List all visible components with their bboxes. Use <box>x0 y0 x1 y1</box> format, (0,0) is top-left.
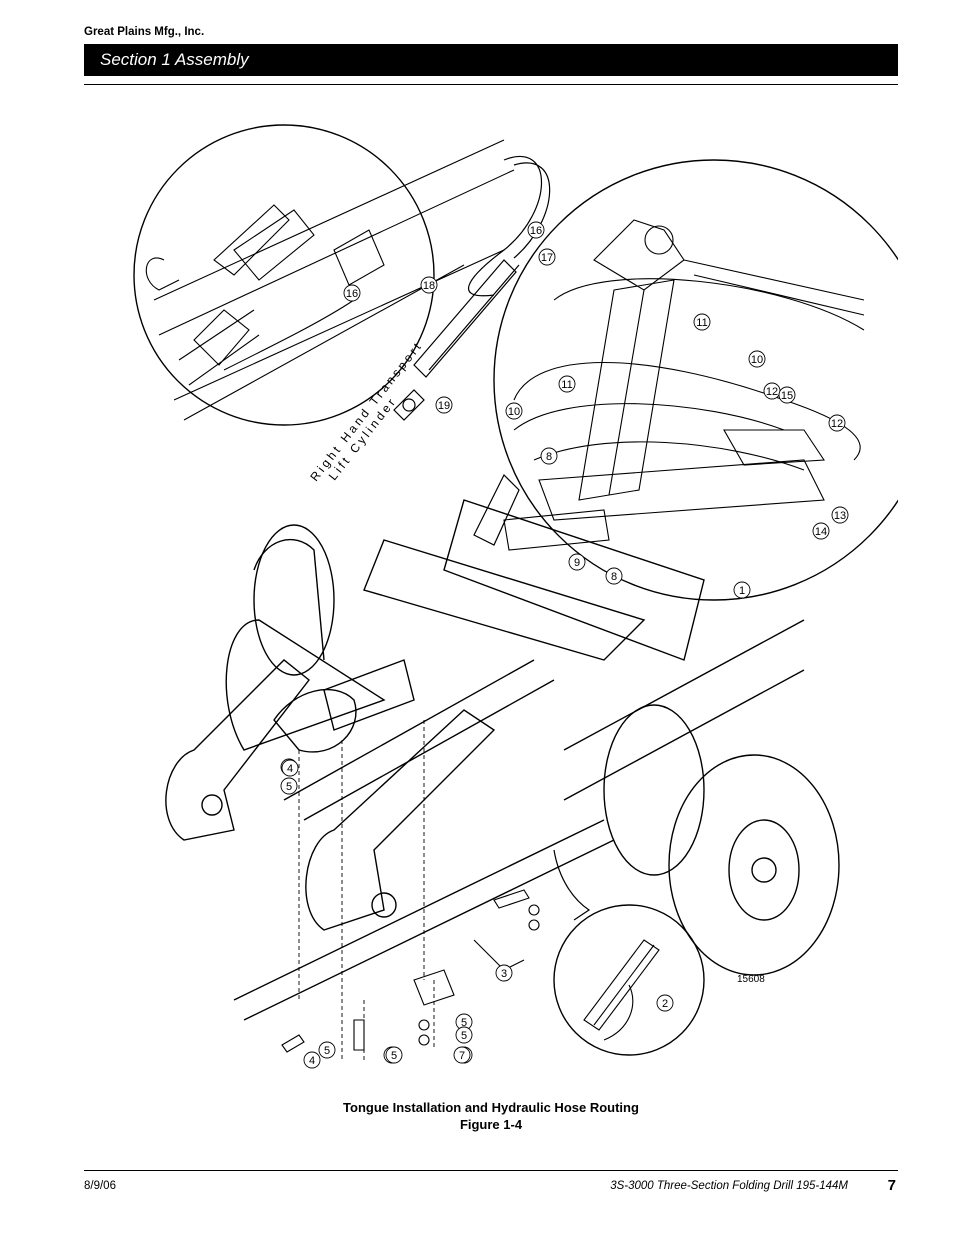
callout-number: 15 <box>781 390 793 402</box>
callout-bubble <box>385 1046 403 1064</box>
callout-bubble <box>540 447 558 465</box>
callout-number: 5 <box>461 1030 467 1042</box>
callout-number: 18 <box>423 280 435 292</box>
callout-number: 13 <box>834 510 846 522</box>
callout-bubble <box>281 759 299 777</box>
callout-bubble <box>318 1041 336 1059</box>
callout-number: 5 <box>391 1050 397 1062</box>
callout-bubble <box>505 402 523 420</box>
callout-number: 8 <box>611 571 617 583</box>
callout-number: 14 <box>815 526 827 538</box>
callout-bubble <box>733 581 751 599</box>
callout-number: 11 <box>561 379 572 391</box>
callout-bubble <box>748 350 766 368</box>
callout-bubble <box>812 522 830 540</box>
assembly-drawing: Right Hand Transport Lift Cylinder 15608… <box>133 124 898 1069</box>
callout-number: 5 <box>286 781 292 793</box>
footer-rule <box>84 1170 898 1171</box>
callout-bubble <box>538 248 556 266</box>
callout-bubble <box>343 284 361 302</box>
callout-number: 2 <box>662 998 668 1010</box>
figure-caption-label: Figure 1-4 <box>459 1117 523 1132</box>
callout-number: 17 <box>541 252 553 264</box>
callout-bubble <box>453 1046 471 1064</box>
callout-bubble <box>605 567 623 585</box>
callout-bubble <box>495 964 513 982</box>
callout-number: 5 <box>461 1017 467 1029</box>
callout-number: 7 <box>459 1050 465 1062</box>
callout-bubble <box>420 276 438 294</box>
figure-caption-title: Tongue Installation and Hydraulic Hose R… <box>343 1100 639 1115</box>
callout-bubble <box>828 414 846 432</box>
callout-number: 3 <box>501 968 507 980</box>
callout-bubble <box>568 553 586 571</box>
drawing-number: 15608 <box>737 974 765 985</box>
section-title: Section 1 Assembly <box>100 50 249 69</box>
section-header-bar: Section 1 Assembly <box>84 44 898 76</box>
callout-number: 16 <box>530 225 542 237</box>
callout-number: 8 <box>546 451 552 463</box>
callout-bubble <box>558 375 576 393</box>
footer-date: 8/9/06 <box>84 1180 116 1192</box>
callout-bubble <box>280 777 298 795</box>
callout-number: 12 <box>766 386 778 398</box>
callout-number: 10 <box>751 354 763 366</box>
callout-number: 11 <box>696 317 707 329</box>
company-name: Great Plains Mfg., Inc. <box>84 26 205 38</box>
detail-circle-cylinder-left <box>133 124 435 426</box>
header-rule <box>84 84 898 85</box>
callout-bubble <box>693 313 711 331</box>
callout-number: 12 <box>831 418 843 430</box>
callout-bubble <box>435 396 453 414</box>
detail-circle-hoses-right <box>493 159 898 601</box>
callout-bubble <box>656 994 674 1012</box>
callout-number: 10 <box>508 406 520 418</box>
detail-circle-lift-cylinder <box>553 904 705 1056</box>
page-number: 7 <box>887 1177 896 1194</box>
callout-bubble <box>303 1051 321 1069</box>
callout-number: 9 <box>574 557 580 569</box>
callout-number: 5 <box>324 1045 330 1057</box>
callout-number: 4 <box>309 1055 315 1067</box>
callout-number: 1 <box>739 585 745 597</box>
callout-number: 19 <box>438 400 450 412</box>
callout-bubble <box>778 386 796 404</box>
callout-bubble <box>527 221 545 239</box>
callout-bubble <box>831 506 849 524</box>
callout-bubble <box>455 1026 473 1044</box>
callout-number: 16 <box>346 288 358 300</box>
callout-number: 4 <box>287 763 293 775</box>
footer-document-title: 3S-3000 Three-Section Folding Drill 195-… <box>610 1180 848 1192</box>
